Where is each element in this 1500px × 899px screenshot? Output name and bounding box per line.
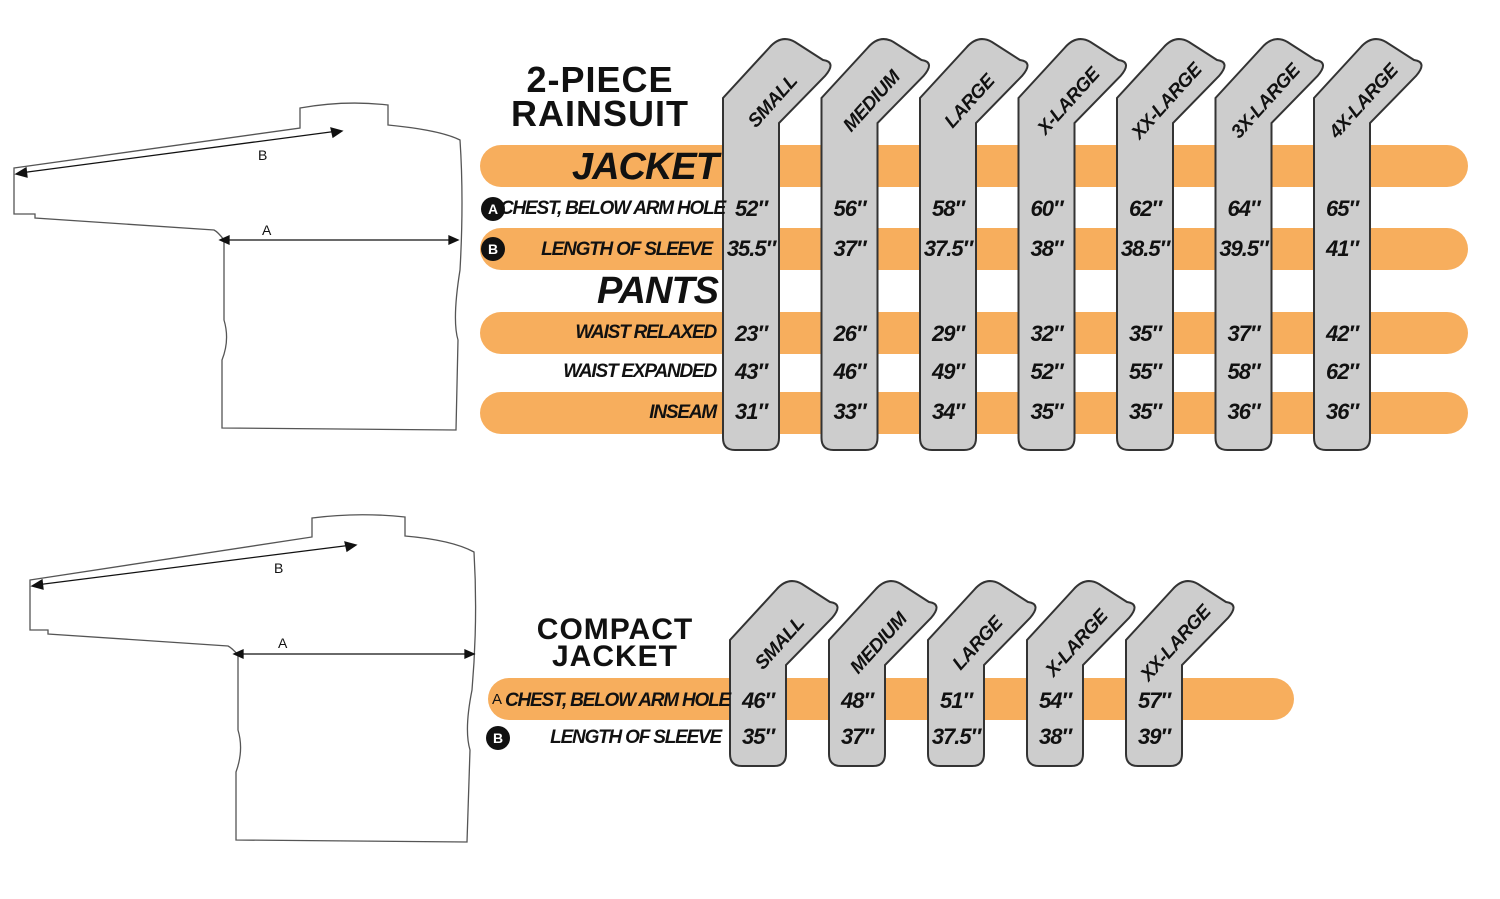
value-cell: 31″ <box>734 399 768 424</box>
size-tab-large <box>927 580 1037 767</box>
badge-b-compact-icon: B <box>486 726 510 750</box>
value-cell: 35″ <box>1128 399 1162 424</box>
size-tab-xx-large <box>1125 580 1235 767</box>
value-cell: 56″ <box>833 196 866 221</box>
value-cell: 33″ <box>833 399 866 424</box>
size-tab-x-large <box>1017 38 1127 451</box>
row-label-inseam: INSEAM <box>649 402 717 423</box>
size-tab-small <box>722 38 832 451</box>
jacket-diagram-top <box>13 102 463 431</box>
compact-title-line2: JACKET <box>551 640 678 673</box>
dimension-b-label-bottom: B <box>274 560 284 576</box>
value-cell: 48″ <box>840 688 874 713</box>
value-cell: 37″ <box>833 236 866 261</box>
size-tab-xx-large <box>1116 38 1226 451</box>
value-cell: 58″ <box>1227 359 1260 384</box>
value-cell: 43″ <box>734 359 768 384</box>
size-tab-4x-large <box>1313 38 1423 451</box>
value-cell: 38″ <box>1038 724 1072 749</box>
row-label-compact-sleeve: LENGTH OF SLEEVE <box>550 727 722 748</box>
value-cell: 23″ <box>734 321 768 346</box>
value-cell: 55″ <box>1128 359 1162 384</box>
value-cell: 65″ <box>1325 196 1359 221</box>
row-label-chest: CHEST, BELOW ARM HOLE <box>500 198 726 219</box>
value-cell: 42″ <box>1325 321 1359 346</box>
badge-a-compact: A <box>492 691 503 708</box>
value-cell: 37.5″ <box>923 236 973 261</box>
badge-b-icon: B <box>481 237 505 261</box>
value-cell: 46″ <box>741 688 775 713</box>
value-cell: 39″ <box>1137 724 1171 749</box>
rainsuit-title-line1: 2-PIECE <box>526 59 674 100</box>
value-cell: 62″ <box>1128 196 1162 221</box>
value-cell: 36″ <box>1325 399 1359 424</box>
value-cell: 41″ <box>1325 236 1359 261</box>
value-cell: 29″ <box>931 321 965 346</box>
dimension-a-label-bottom: A <box>278 635 288 651</box>
value-cell: 26″ <box>833 321 866 346</box>
size-tab-medium <box>828 580 938 767</box>
compact-title-line1: COMPACT <box>536 613 694 646</box>
value-cell: 32″ <box>1030 321 1063 346</box>
jacket-diagram-bottom <box>29 514 477 843</box>
size-tab-x-large <box>1026 580 1136 767</box>
value-cell: 57″ <box>1137 688 1171 713</box>
value-cell: 52″ <box>1030 359 1063 384</box>
size-tab-small <box>729 580 839 767</box>
value-cell: 46″ <box>833 359 866 384</box>
value-cell: 38″ <box>1030 236 1063 261</box>
value-cell: 58″ <box>931 196 965 221</box>
size-tab-3x-large <box>1214 38 1324 451</box>
jacket-heading: JACKET <box>571 146 719 188</box>
row-label-waist-relaxed: WAIST RELAXED <box>575 322 717 343</box>
value-cell: 49″ <box>931 359 965 384</box>
dimension-a-label: A <box>262 222 272 238</box>
size-tab-medium <box>820 38 930 451</box>
value-cell: 34″ <box>931 399 965 424</box>
value-cell: 37.5″ <box>931 724 981 749</box>
value-cell: 39.5″ <box>1219 236 1268 261</box>
value-cell: 35″ <box>1030 399 1063 424</box>
value-cell: 35″ <box>1128 321 1162 346</box>
dimension-b-label: B <box>258 147 268 163</box>
pants-heading: PANTS <box>597 270 719 312</box>
value-cell: 35.5″ <box>726 236 776 261</box>
value-cell: 51″ <box>939 688 973 713</box>
value-cell: 52″ <box>734 196 768 221</box>
row-label-compact-chest: CHEST, BELOW ARM HOLE <box>505 690 731 711</box>
value-cell: 37″ <box>840 724 874 749</box>
row-label-sleeve: LENGTH OF SLEEVE <box>541 239 713 260</box>
value-cell: 35″ <box>741 724 775 749</box>
size-tab-large <box>919 38 1029 451</box>
value-cell: 38.5″ <box>1120 236 1170 261</box>
value-cell: 64″ <box>1227 196 1260 221</box>
value-cell: 62″ <box>1325 359 1359 384</box>
value-cell: 60″ <box>1030 196 1063 221</box>
rainsuit-title-line2: RAINSUIT <box>511 93 689 134</box>
row-label-waist-expanded: WAIST EXPANDED <box>563 361 717 382</box>
badge-a-icon: A <box>481 197 505 221</box>
value-cell: 54″ <box>1038 688 1072 713</box>
value-cell: 37″ <box>1227 321 1260 346</box>
value-cell: 36″ <box>1227 399 1260 424</box>
